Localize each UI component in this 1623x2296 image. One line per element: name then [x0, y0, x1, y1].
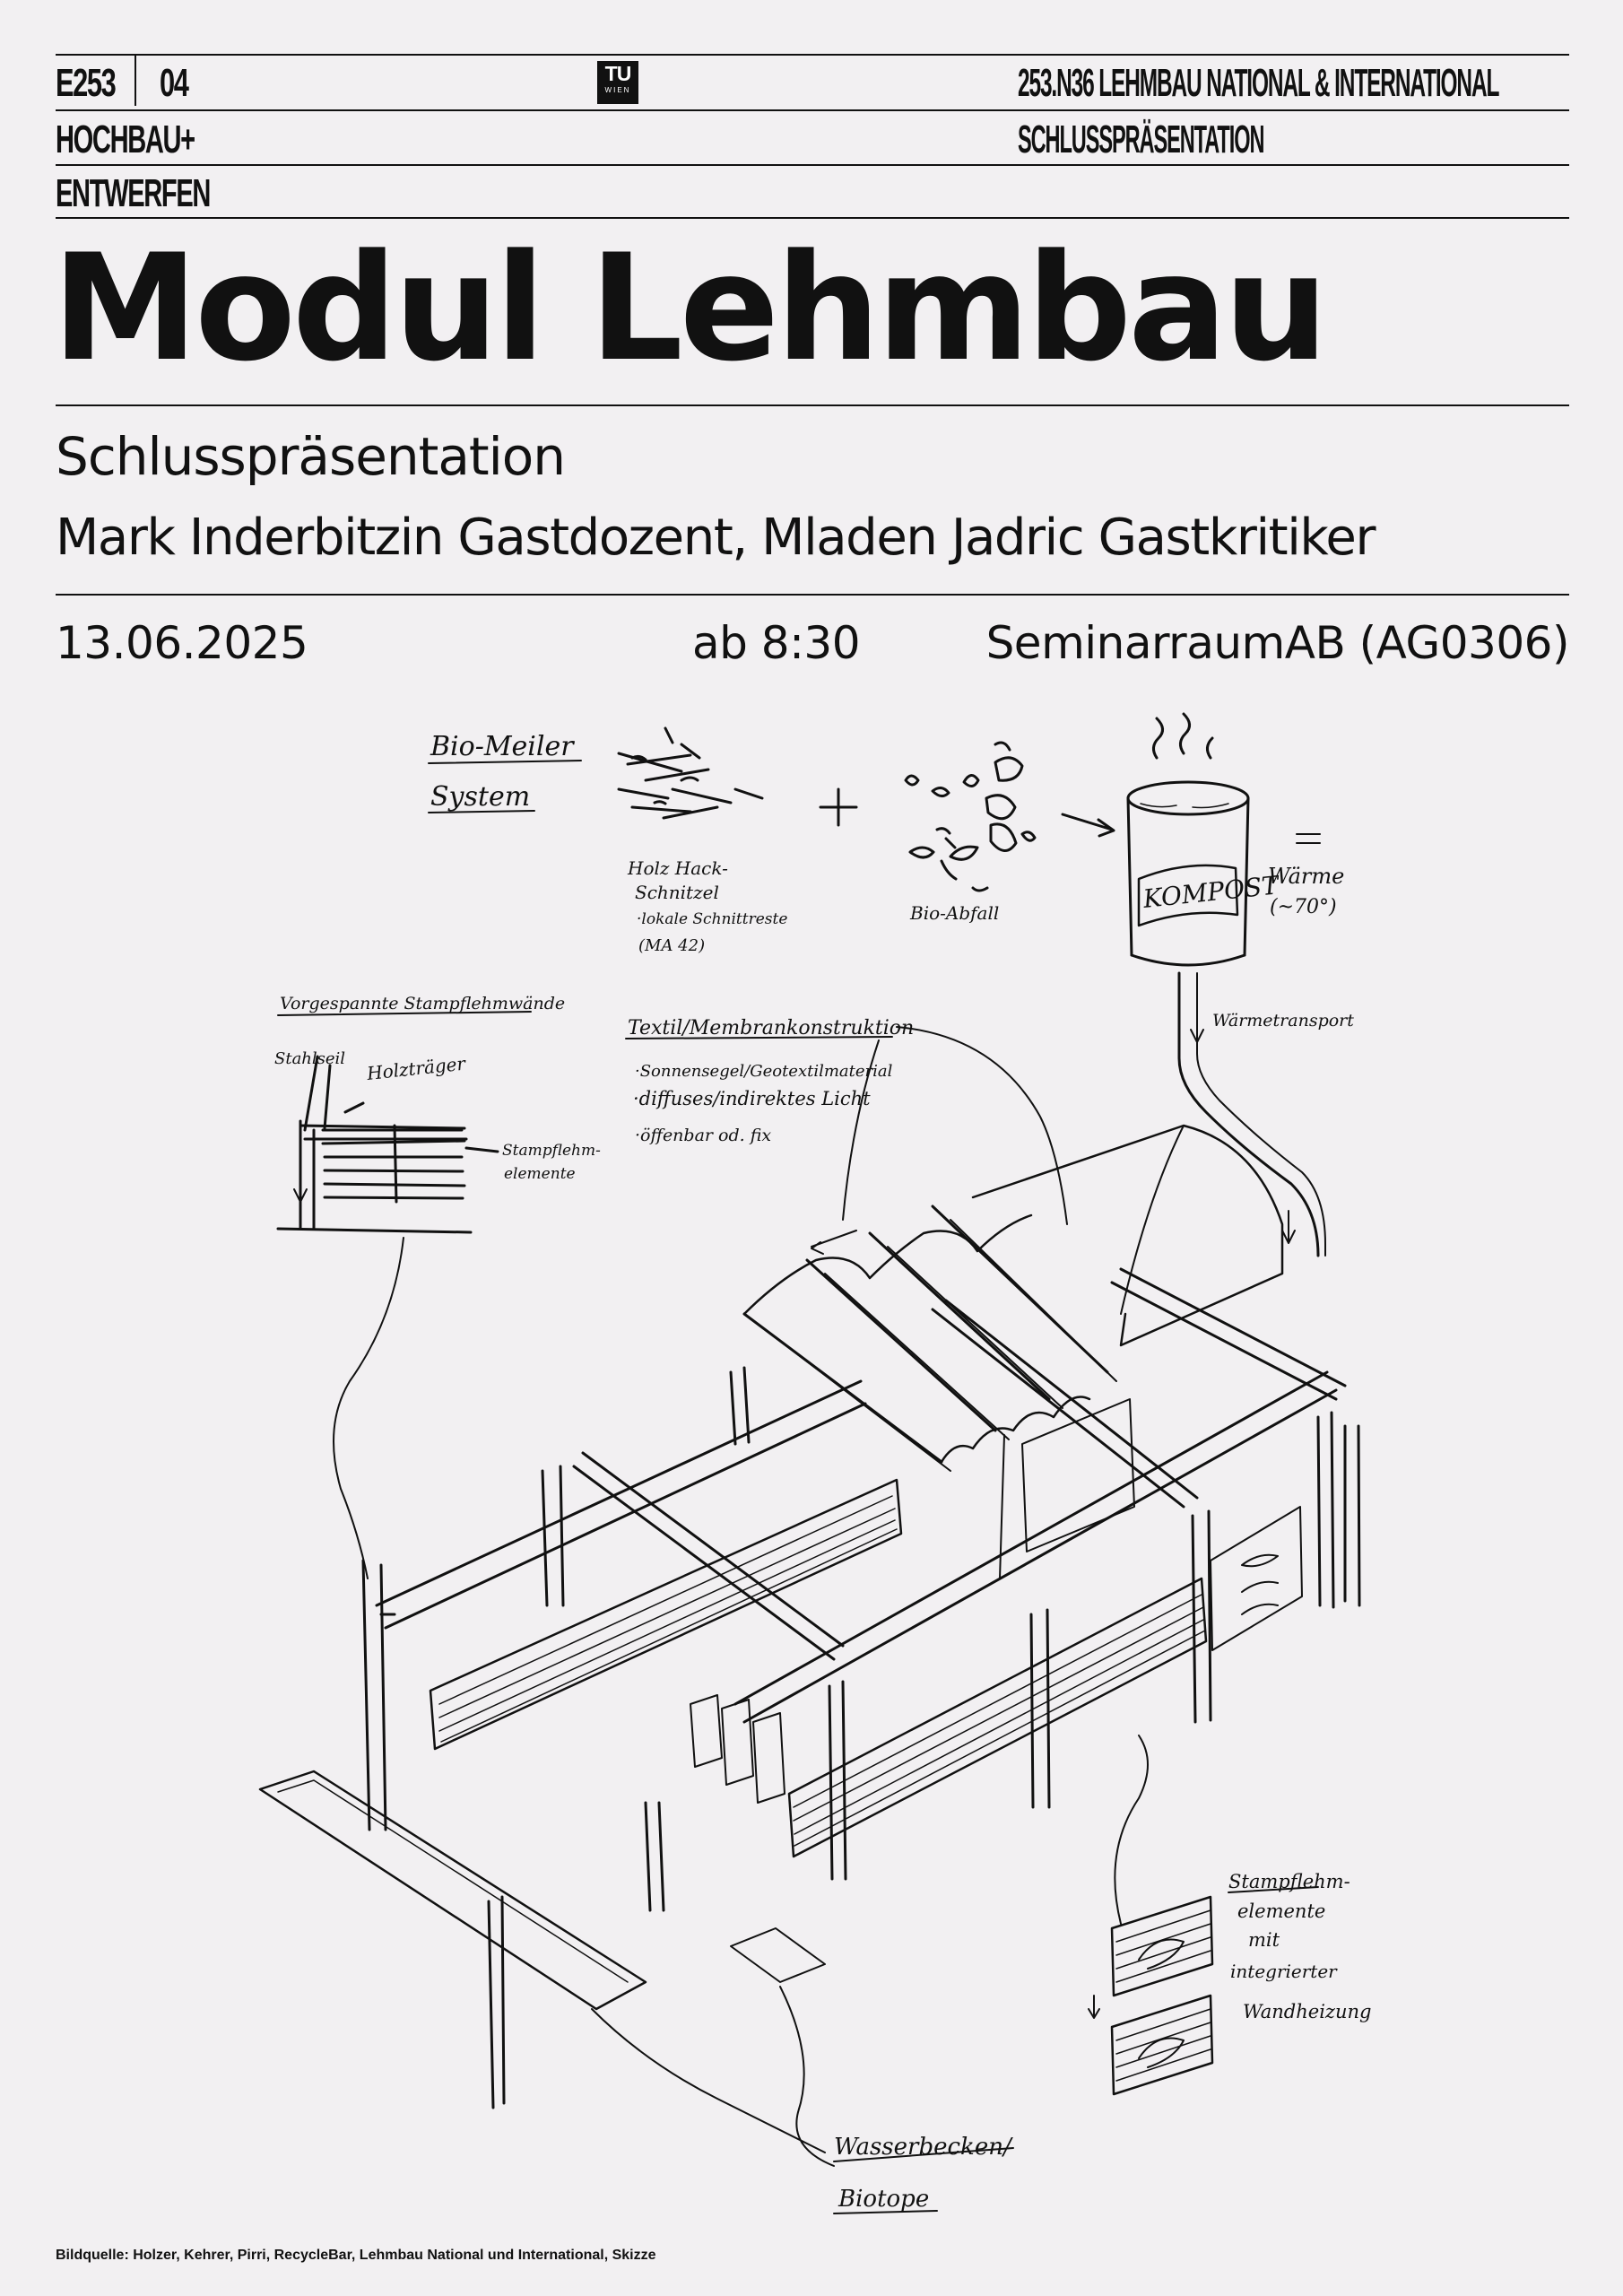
- people-rule: [56, 594, 1569, 596]
- header-rule-2: [56, 109, 1569, 111]
- label-textil-1: ·Sonnensegel/Geotextilmaterial: [635, 1062, 893, 1081]
- wall-detail-drawing: [276, 1011, 532, 1234]
- label-textil-3: ·öffenbar od. fix: [635, 1126, 771, 1145]
- label-bio-meiler: Bio-Meiler: [430, 731, 575, 762]
- header-rule-4: [56, 217, 1569, 219]
- label-stampflehm-1: Stampflehm-: [502, 1142, 601, 1160]
- label-textil-2: ·diffuses/indirektes Licht: [633, 1088, 871, 1109]
- label-elemente-4: integrierter: [1230, 1961, 1338, 1982]
- event-room: SeminarraumAB (AG0306): [985, 617, 1570, 669]
- header-rule-3: [56, 164, 1569, 166]
- label-waerme: Wärme: [1268, 864, 1344, 889]
- label-system: System: [430, 781, 530, 813]
- water-basin-drawing: [258, 1770, 1014, 2214]
- header-separator: [135, 56, 136, 106]
- institute-line-1: HOCHBAU+: [56, 117, 195, 161]
- people-line: Mark Inderbitzin Gastdozent, Mladen Jadr…: [56, 509, 1376, 567]
- tu-wien-logo: TU WIEN: [597, 61, 638, 104]
- subtitle: Schlusspräsentation: [56, 426, 566, 487]
- label-holz-1: Holz Hack-: [627, 857, 728, 879]
- compost-barrel-drawing: [1126, 712, 1250, 967]
- label-kompost: KOMPOST: [1141, 870, 1281, 914]
- label-holz-2: Schnitzel: [635, 882, 719, 903]
- label-holztraeger: Holzträger: [365, 1052, 467, 1084]
- institute-line-2: ENTWERFEN: [56, 171, 211, 215]
- course-subtitle: SCHLUSSPRÄSENTATION: [1018, 117, 1264, 161]
- label-wasserbecken: Wasserbecken/: [834, 2134, 1013, 2161]
- course-title: 253.N36 LEHMBAU NATIONAL & INTERNATIONAL: [1018, 61, 1499, 105]
- wood-chips-drawing: [617, 726, 764, 820]
- label-holz-3: ·lokale Schnittreste: [637, 910, 787, 928]
- label-waermetransport: Wärmetransport: [1212, 1011, 1354, 1031]
- label-elemente-2: elemente: [1237, 1900, 1325, 1922]
- label-elemente-5: Wandheizung: [1243, 2001, 1371, 2022]
- heated-wall-elements-drawing: [1088, 1735, 1319, 2096]
- label-stampflehm-2: elemente: [504, 1165, 576, 1183]
- label-vorgespannt: Vorgespannte Stampflehmwände: [280, 994, 565, 1013]
- title-rule: [56, 404, 1569, 406]
- label-holz-4: (MA 42): [638, 936, 705, 955]
- membrane-roof-drawing: [742, 1124, 1284, 1472]
- course-number: 04: [160, 61, 189, 105]
- bio-waste-drawing: [904, 741, 1037, 892]
- label-stahlseil: Stahlseil: [274, 1049, 345, 1068]
- frame-structure-drawing: [361, 1267, 1361, 1912]
- label-waerme-temp: (~70°): [1270, 896, 1337, 918]
- event-time: ab 8:30: [692, 617, 861, 669]
- image-credit: Bildquelle: Holzer, Kehrer, Pirri, Recyc…: [56, 2248, 656, 2263]
- logo-text: TU: [604, 62, 632, 85]
- label-elemente-1: Stampflehm-: [1228, 1871, 1350, 1892]
- lehmbau-sketch: Bio-Meiler System Holz Hack- Schnitzel ·…: [258, 712, 1371, 2214]
- label-textil-title: Textil/Membrankonstruktion: [628, 1017, 914, 1039]
- label-bioabfall: Bio-Abfall: [909, 902, 999, 924]
- label-elemente-3: mit: [1248, 1929, 1280, 1951]
- header-rule-top: [56, 54, 1569, 56]
- page-title: Modul Lehmbau: [52, 222, 1329, 394]
- course-code: E253: [56, 61, 117, 105]
- logo-subtext: WIEN: [604, 86, 631, 94]
- label-biotope: Biotope: [838, 2186, 929, 2213]
- event-date: 13.06.2025: [56, 617, 308, 669]
